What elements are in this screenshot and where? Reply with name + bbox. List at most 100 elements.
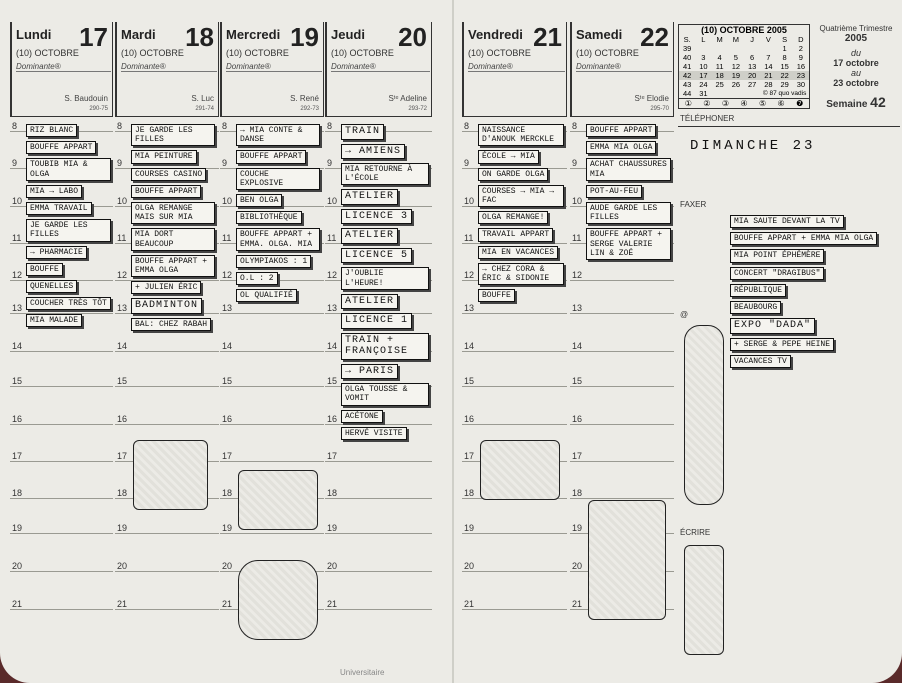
calendar-cell: 44: [682, 89, 692, 98]
week-number: 42: [870, 94, 886, 110]
to-date: 23 octobre: [833, 78, 879, 88]
calendar-cell[interactable]: 23: [792, 71, 809, 80]
day-circle: ①: [684, 99, 692, 108]
day-header-mardi: Mardi 18 (10) OCTOBRE Dominante® S. Luc …: [115, 22, 219, 117]
calendar-cell[interactable]: 28: [764, 80, 773, 89]
write-section: ÉCRIRE: [680, 528, 711, 537]
calendar-cell[interactable]: 14: [764, 62, 773, 71]
handwritten-note: BOUFFE: [478, 289, 515, 303]
day-number: 21: [533, 22, 562, 52]
calendar-cell[interactable]: 10: [699, 62, 708, 71]
calendar-cell[interactable]: 1: [782, 44, 787, 53]
handwritten-note: MiA RETOURNE À L'ÉCOLE: [341, 163, 429, 186]
calendar-cell[interactable]: 24: [699, 80, 708, 89]
day-month: (10) OCTOBRE: [226, 48, 289, 58]
hour-label: 9: [117, 158, 123, 168]
hour-label: 15: [464, 376, 475, 386]
handwritten-note: ATELiER: [341, 189, 399, 205]
handwritten-note: + SERGE & PEPE HEINE: [730, 337, 835, 351]
handwritten-note: LiCENCE 3: [341, 208, 413, 225]
weekday-header: J: [750, 35, 754, 44]
calendar-cell[interactable]: 7: [766, 53, 771, 62]
hour-label: 12: [117, 270, 128, 280]
weekday-header: S.: [683, 35, 691, 44]
weekday-header: L: [701, 35, 706, 44]
day-header-samedi: Samedi 22 (10) OCTOBRE Dominante® Sᵗᵉ El…: [570, 22, 674, 117]
calendar-cell[interactable]: 25: [715, 80, 724, 89]
calendar-cell[interactable]: 12: [731, 62, 741, 71]
handwritten-note: BOUFFE APPART: [131, 184, 202, 198]
handwritten-note: O.L : 2: [236, 271, 278, 286]
hour-label: 20: [222, 561, 233, 571]
handwritten-note: ON GARDE OLGA: [478, 167, 549, 181]
calendar-cell[interactable]: 30: [796, 80, 806, 89]
handwritten-note: OLYMPiAKOS : 1: [236, 254, 312, 268]
day-month: (10) OCTOBRE: [576, 48, 639, 58]
calendar-cell[interactable]: 13: [747, 62, 757, 71]
calendar-cell[interactable]: [728, 44, 744, 53]
calendar-cell[interactable]: [744, 44, 760, 53]
calendar-cell[interactable]: [760, 44, 776, 53]
calendar-cell[interactable]: 11: [715, 62, 724, 71]
hour-label: 19: [327, 523, 338, 533]
handwritten-note: OLGA REMANGE!: [478, 211, 549, 225]
day-number: 19: [290, 22, 319, 52]
calendar-cell[interactable]: 22: [776, 71, 793, 80]
calendar-cell[interactable]: 27: [747, 80, 757, 89]
calendar-cell[interactable]: 8: [782, 53, 787, 62]
day-number: 22: [640, 22, 669, 52]
calendar-cell[interactable]: 17: [695, 71, 712, 80]
calendar-cell[interactable]: 41: [682, 62, 692, 71]
fax-section: FAXER: [680, 200, 707, 209]
calendar-cell[interactable]: [695, 44, 711, 53]
handwritten-note: MiA PEiNTURE: [131, 150, 197, 164]
hour-label: 14: [464, 341, 475, 351]
quarter-info: Quatrième Trimestre 2005 du 17 octobre a…: [814, 24, 898, 110]
calendar-cell[interactable]: 9: [798, 53, 803, 62]
calendar-cell[interactable]: 29: [780, 80, 789, 89]
calendar-cell[interactable]: 2: [798, 44, 803, 53]
handwritten-note: LiCENCE 5: [341, 247, 413, 264]
calendar-cell[interactable]: 3: [701, 53, 706, 62]
quarter-year: 2005: [844, 33, 868, 44]
sketch-painting: [133, 440, 208, 510]
calendar-cell[interactable]: 31: [699, 89, 708, 98]
calendar-cell[interactable]: 6: [750, 53, 755, 62]
calendar-cell[interactable]: 5: [733, 53, 738, 62]
calendar-cell[interactable]: 43: [682, 80, 692, 89]
hour-label: 20: [327, 561, 338, 571]
hour-label: 17: [572, 451, 583, 461]
calendar-cell[interactable]: 20: [744, 71, 761, 80]
day-month: (10) OCTOBRE: [121, 48, 184, 58]
handwritten-note: → AMiENS: [341, 143, 406, 159]
handwritten-note: JE GARDE LES FILLES: [131, 124, 215, 147]
handwritten-note: ACHAT CHAUSSURES MiA: [586, 158, 671, 181]
calendar-cell[interactable]: 15: [780, 62, 789, 71]
hour-label: 12: [572, 270, 583, 280]
calendar-cell[interactable]: [712, 44, 728, 53]
handwritten-note: RiZ BLANC: [26, 124, 78, 138]
hour-label: 13: [327, 303, 338, 313]
hour-label: 10: [464, 196, 475, 206]
hour-label: 19: [464, 523, 475, 533]
calendar-cell[interactable]: 4: [717, 53, 722, 62]
sketch-library: [238, 470, 318, 530]
hour-label: 16: [222, 414, 233, 424]
weekday-header: S: [782, 35, 788, 44]
calendar-cell[interactable]: 26: [731, 80, 741, 89]
calendar-cell[interactable]: 21: [760, 71, 777, 80]
day-number: 20: [398, 22, 427, 52]
calendar-cell[interactable]: 16: [796, 62, 806, 71]
hour-label: 14: [327, 341, 338, 351]
hour-label: 9: [222, 158, 228, 168]
dominante-field: Dominante®: [121, 62, 217, 72]
calendar-cell[interactable]: 18: [711, 71, 728, 80]
calendar-cell[interactable]: 42: [679, 71, 696, 80]
calendar-cell[interactable]: 40: [682, 53, 692, 62]
calendar-cell[interactable]: 19: [727, 71, 744, 80]
hour-label: 11: [12, 233, 22, 243]
handwritten-note: ATELiER: [341, 228, 399, 244]
au-label: au: [850, 68, 861, 78]
calendar-cell[interactable]: 39: [682, 44, 692, 53]
